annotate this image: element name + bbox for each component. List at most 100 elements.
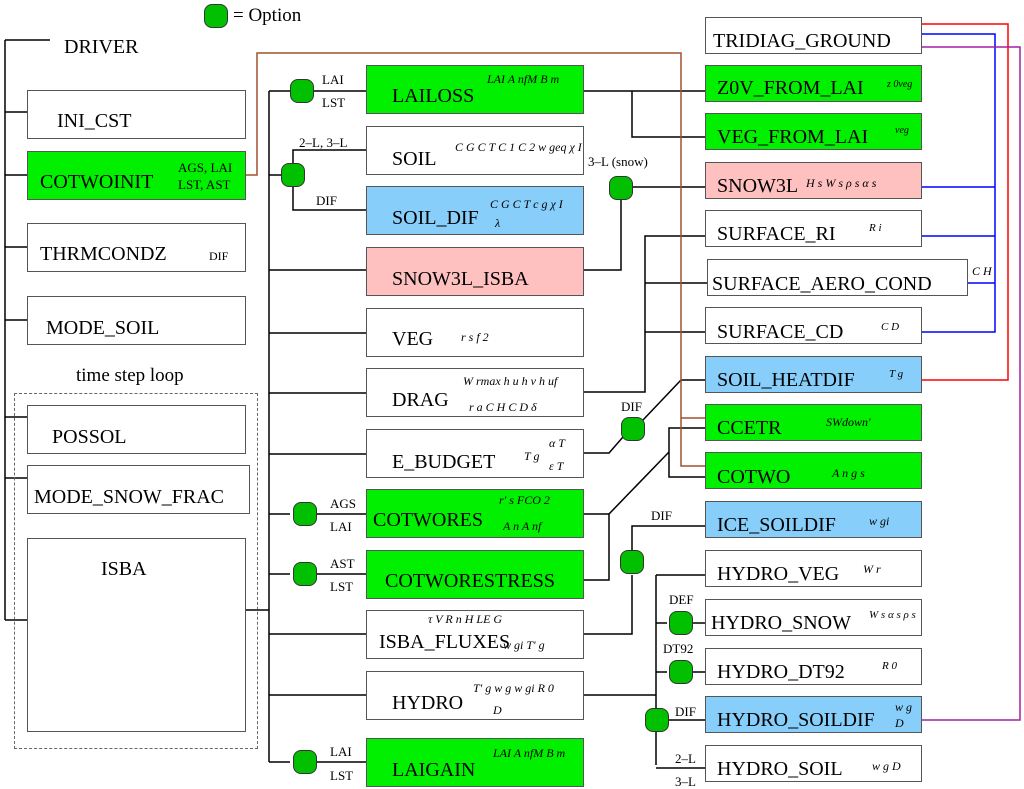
box-veg-from-lai[interactable]: VEG_FROM_LAI veg <box>705 113 922 150</box>
option-node-lailoss[interactable] <box>290 79 314 103</box>
box-hydro-veg[interactable]: HYDRO_VEG W r <box>705 550 922 587</box>
hydro-soildif-opt-label: DIF <box>675 704 696 719</box>
box-ice-soildif[interactable]: ICE_SOILDIF w gi <box>705 501 922 538</box>
box-veg-vars: r s f 2 <box>461 330 489 344</box>
box-veg[interactable]: VEG r s f 2 <box>366 308 584 357</box>
box-thrmcondz-tag: DIF <box>209 249 229 263</box>
box-soil-heatdif[interactable]: SOIL_HEATDIF T g <box>705 356 922 393</box>
box-cotwores-vars: r' s FCO 2 <box>499 493 550 507</box>
lailoss-opt-top: LAI <box>322 72 344 87</box>
legend-text: = Option <box>233 5 302 26</box>
box-mode-soil-name: MODE_SOIL <box>46 317 160 339</box>
option-node-cotworestress[interactable] <box>293 562 317 586</box>
box-soil-dif-vars: C G C T c g χ I <box>490 197 563 211</box>
cotwores-opt-top: AGS <box>330 496 357 511</box>
box-laigain[interactable]: LAIGAIN LAI A nfM B m <box>366 738 584 787</box>
option-node-hydro-soildif[interactable] <box>645 708 669 732</box>
box-ccetr[interactable]: CCETR SWdown' <box>705 404 922 441</box>
box-hydro-snow[interactable]: HYDRO_SNOW W s α s ρ s <box>705 599 922 636</box>
box-cotwores[interactable]: COTWORES r' s FCO 2 A n A nf <box>366 489 584 538</box>
box-cotwores-name: COTWORES <box>373 509 483 531</box>
box-surface-ri[interactable]: SURFACE_RI R i <box>705 210 922 247</box>
option-node-soil[interactable] <box>281 163 305 187</box>
box-hydro[interactable]: HYDRO T' g w g w gi R 0 D <box>366 671 584 720</box>
box-hydro-soil-name: HYDRO_SOIL <box>717 758 843 780</box>
option-node-ice[interactable] <box>620 550 644 574</box>
box-laigain-name: LAIGAIN <box>392 759 476 781</box>
box-hydro-soil[interactable]: HYDRO_SOIL w g D <box>705 745 922 782</box>
box-lailoss[interactable]: LAILOSS LAI A nfM B m <box>366 65 584 114</box>
box-cotwoinit[interactable]: COTWOINIT AGS, LAI LST, AST <box>27 151 246 200</box>
box-hydro-snow-name: HYDRO_SNOW <box>711 612 851 634</box>
box-laigain-vars: LAI A nfM B m <box>493 746 566 760</box>
box-possol[interactable]: POSSOL <box>27 405 246 454</box>
time-step-loop-label: time step loop <box>76 365 184 386</box>
box-hydro-soildif[interactable]: HYDRO_SOILDIF w g D <box>705 696 922 733</box>
box-snow3l[interactable]: SNOW3L H s W s ρ s α s <box>705 162 922 199</box>
box-ini-cst-name: INI_CST <box>57 110 132 132</box>
box-veg-from-lai-vars: veg <box>895 125 909 136</box>
box-drag[interactable]: DRAG W rmax h u h v h uf r a C H C D δ <box>366 368 584 417</box>
box-hydro-soil-vars: w g D <box>872 759 901 773</box>
cotworestress-opt-top: AST <box>330 556 355 571</box>
box-ccetr-name: CCETR <box>717 417 782 439</box>
box-isba[interactable]: ISBA <box>27 538 246 732</box>
box-surface-cd[interactable]: SURFACE_CD C D <box>705 307 922 344</box>
wire-cotwores-out <box>584 427 705 515</box>
box-possol-name: POSSOL <box>52 426 127 448</box>
heatdif-opt-label: DIF <box>621 399 642 414</box>
box-hydro-dt92-name: HYDRO_DT92 <box>717 661 845 683</box>
box-mode-snow-frac-name: MODE_SNOW_FRAC <box>34 486 225 508</box>
box-thrmcondz[interactable]: THRMCONDZ DIF <box>27 223 246 272</box>
box-isba-fluxes[interactable]: ISBA_FLUXES τ V R n H LE G w gi T' g <box>366 610 584 659</box>
box-ccetr-vars: SWdown' <box>826 415 871 429</box>
box-hydro-dt92[interactable]: HYDRO_DT92 R 0 <box>705 648 922 685</box>
snow-opt-label: 3–L (snow) <box>588 154 648 169</box>
time-step-loop-frame <box>14 393 258 749</box>
box-mode-snow-frac[interactable]: MODE_SNOW_FRAC <box>27 465 250 514</box>
soil-dif-opt-label: DIF <box>316 193 337 208</box>
box-tridiag-ground[interactable]: TRIDIAG_GROUND <box>705 17 922 54</box>
box-cotworestress[interactable]: COTWORESTRESS <box>366 550 584 599</box>
laigain-opt-top: LAI <box>330 744 352 759</box>
box-cotwo[interactable]: COTWO A n g s <box>705 452 922 489</box>
box-z0v-from-lai[interactable]: Z0V_FROM_LAI z 0veg <box>705 65 922 102</box>
box-mode-soil[interactable]: MODE_SOIL <box>27 296 246 345</box>
box-ice-soildif-name: ICE_SOILDIF <box>717 514 836 536</box>
hydro-snow-opt-label: DEF <box>669 592 694 607</box>
box-soil-heatdif-vars: T g <box>889 368 904 380</box>
box-hydro-vars-2: D <box>493 703 502 717</box>
box-drag-vars: W rmax h u h v h uf <box>463 374 558 388</box>
box-e-budget[interactable]: E_BUDGET T g α T ε T <box>366 429 584 478</box>
box-veg-name: VEG <box>392 328 434 350</box>
option-node-hydro-snow[interactable] <box>669 611 693 635</box>
box-cotwo-vars: A n g s <box>832 466 865 480</box>
box-z0v-from-lai-name: Z0V_FROM_LAI <box>717 77 864 99</box>
box-e-budget-vars: T g <box>524 449 540 463</box>
box-cotwoinit-name: COTWOINIT <box>40 171 154 193</box>
box-surface-cd-vars: C D <box>881 321 900 333</box>
option-node-hydro-dt92[interactable] <box>669 660 693 684</box>
box-snow3l-isba[interactable]: SNOW3L_ISBA <box>366 247 584 296</box>
box-cotwores-vars-2: A n A nf <box>503 519 542 533</box>
box-z0v-from-lai-vars: z 0veg <box>887 79 913 90</box>
wire-heatdif <box>642 379 705 421</box>
box-soil[interactable]: SOIL C G C T C 1 C 2 w geq χ I <box>366 126 584 175</box>
box-surface-aero-cond[interactable]: SURFACE_AERO_COND <box>707 259 968 296</box>
box-drag-vars-2: r a C H C D δ <box>469 400 537 414</box>
option-node-heatdif[interactable] <box>621 417 645 441</box>
wire-cotworestress-out <box>584 514 610 581</box>
box-soil-dif[interactable]: SOIL_DIF C G C T c g χ I λ <box>366 186 584 235</box>
box-ini-cst[interactable]: INI_CST <box>27 90 246 139</box>
option-node-snow3l[interactable] <box>609 176 633 200</box>
box-isba-fluxes-vars: τ V R n H LE G <box>428 612 503 626</box>
option-node-laigain[interactable] <box>293 750 317 774</box>
box-hydro-snow-vars: W s α s ρ s <box>869 609 916 621</box>
wire-e-budget-out <box>584 436 624 454</box>
soil-opt-label: 2–L, 3–L <box>299 135 348 150</box>
box-soil-heatdif-name: SOIL_HEATDIF <box>717 369 855 391</box>
option-node-cotwores[interactable] <box>293 502 317 526</box>
box-ice-soildif-vars: w gi <box>869 514 890 528</box>
box-surface-ri-name: SURFACE_RI <box>717 223 836 245</box>
